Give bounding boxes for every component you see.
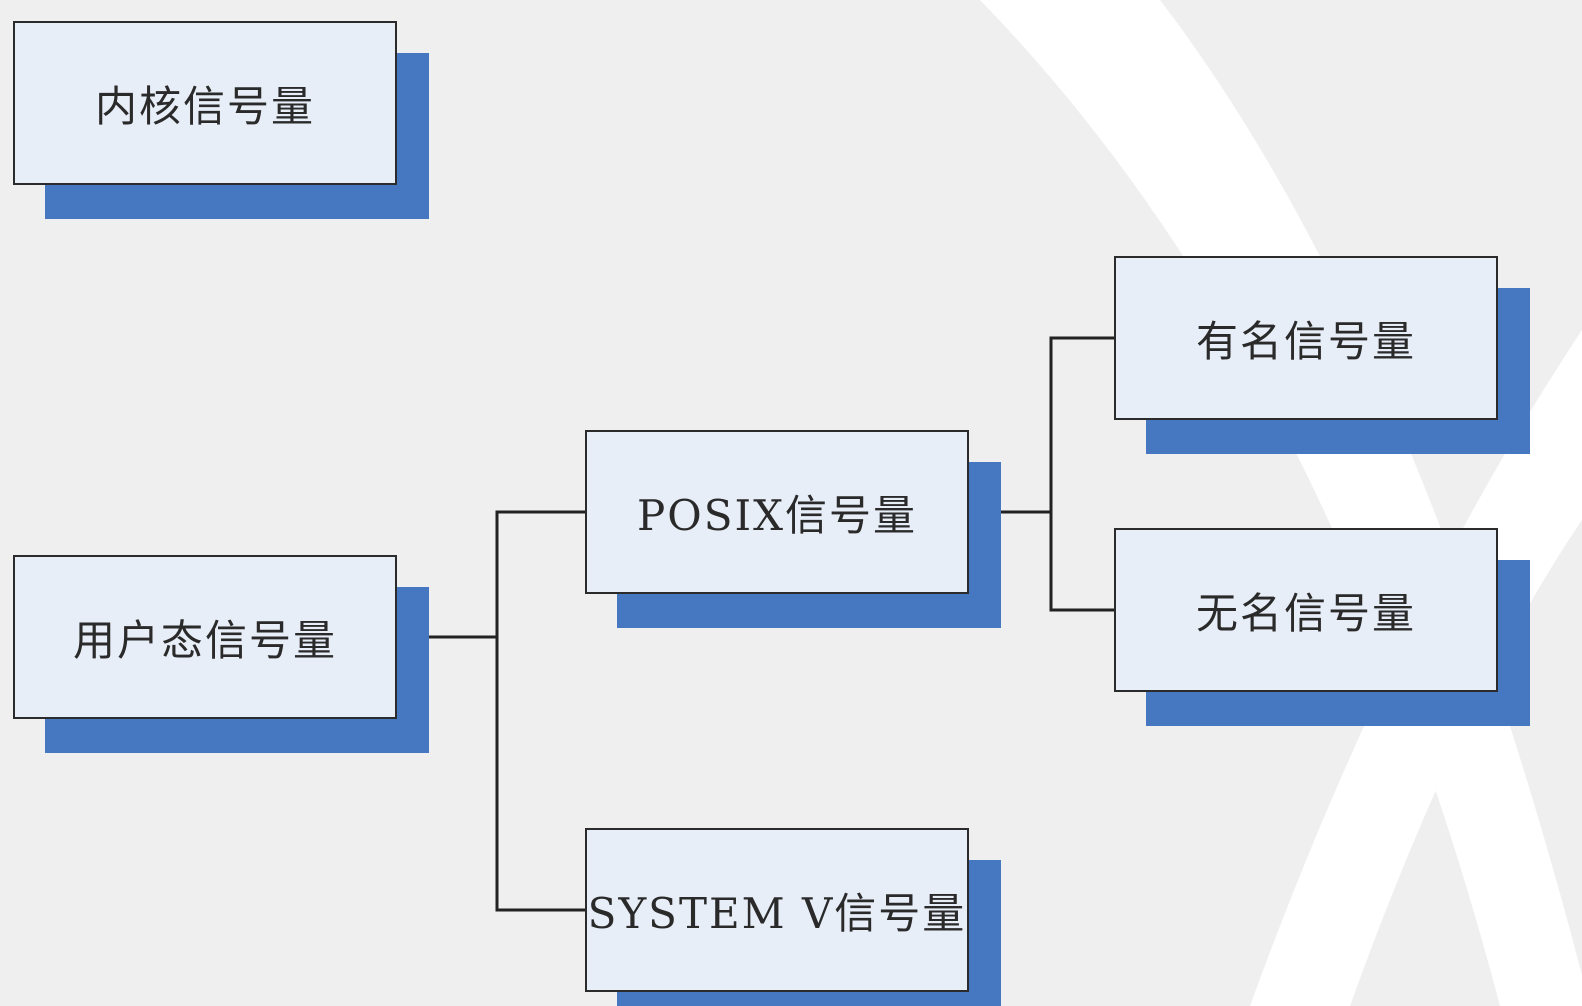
node-label-sysv: SYSTEM V信号量 — [587, 888, 967, 938]
node-user-semaphore: 用户态信号量 — [13, 555, 429, 753]
edge-user-to-sysv — [495, 637, 587, 912]
node-posix-semaphore: POSIX信号量 — [585, 430, 1001, 628]
node-box: 内核信号量 — [13, 21, 397, 185]
node-kernel-semaphore: 内核信号量 — [13, 21, 429, 219]
node-sysv-semaphore: SYSTEM V信号量 — [585, 828, 1001, 1006]
node-label-kernel: 内核信号量 — [94, 81, 315, 131]
node-box: POSIX信号量 — [585, 430, 969, 594]
node-box: 有名信号量 — [1114, 256, 1498, 420]
node-box: 用户态信号量 — [13, 555, 397, 719]
node-named-semaphore: 有名信号量 — [1114, 256, 1530, 454]
node-label-unnamed: 无名信号量 — [1195, 588, 1416, 638]
node-unnamed-semaphore: 无名信号量 — [1114, 528, 1530, 726]
node-label-posix: POSIX信号量 — [637, 490, 917, 540]
node-label-user: 用户态信号量 — [72, 615, 337, 665]
edge-posix-to-unnamed — [1049, 512, 1116, 612]
edge-user-to-posix — [397, 510, 587, 639]
node-label-named: 有名信号量 — [1195, 316, 1416, 366]
node-box: SYSTEM V信号量 — [585, 828, 969, 992]
edge-posix-to-named — [969, 336, 1116, 514]
node-box: 无名信号量 — [1114, 528, 1498, 692]
